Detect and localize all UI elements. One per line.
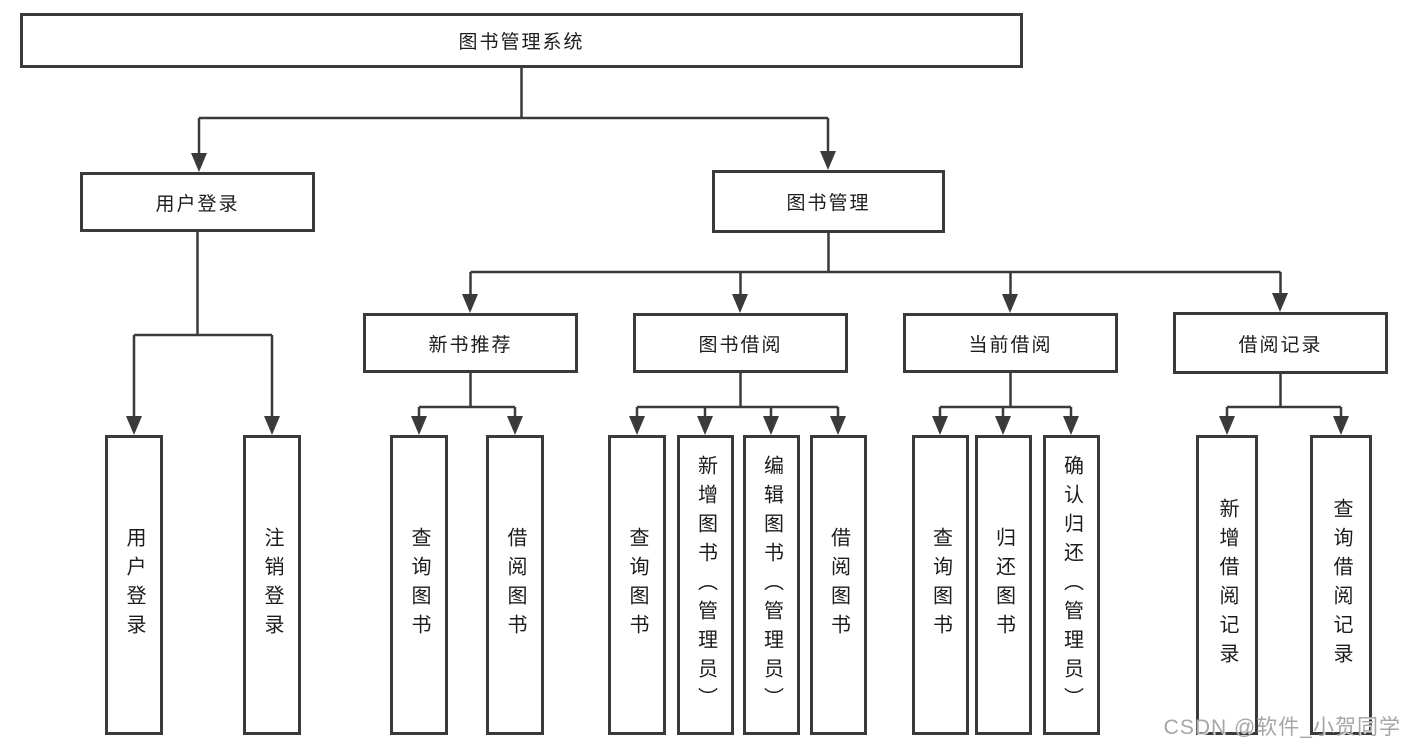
leaf-confirm-return-admin-label: 确认归还（管理员） — [1060, 454, 1083, 716]
connector-book-management-children — [462, 233, 1288, 313]
leaf-query-borrow-record-label: 查询借阅记录 — [1330, 498, 1352, 672]
arrowhead — [1063, 416, 1079, 435]
node-new-book-recommend-label: 新书推荐 — [428, 334, 513, 356]
leaf-query-borrow-record: 查询借阅记录 — [1310, 435, 1372, 735]
arrowhead — [629, 416, 645, 435]
connector-book-borrow-children — [629, 373, 846, 435]
connector-borrow-record-children — [1219, 374, 1349, 435]
arrowhead — [462, 294, 478, 313]
arrowhead — [1002, 294, 1018, 313]
node-book-borrow-label: 图书借阅 — [698, 334, 783, 356]
leaf-borrow-books-recommend: 借阅图书 — [486, 435, 544, 735]
node-current-borrow: 当前借阅 — [903, 313, 1118, 373]
leaf-add-borrow-record: 新增借阅记录 — [1196, 435, 1258, 735]
leaf-query-books-borrow: 查询图书 — [608, 435, 666, 735]
leaf-return-books: 归还图书 — [975, 435, 1032, 735]
arrowhead — [1272, 293, 1288, 312]
leaf-return-books-label: 归还图书 — [992, 527, 1015, 643]
node-borrow-record-label: 借阅记录 — [1238, 334, 1323, 356]
node-user-login: 用户登录 — [80, 172, 315, 232]
leaf-query-books-borrow-label: 查询图书 — [626, 527, 648, 643]
arrowhead — [507, 416, 523, 435]
leaf-query-books-current: 查询图书 — [912, 435, 969, 735]
leaf-query-books-recommend-label: 查询图书 — [408, 527, 430, 643]
leaf-logout-label: 注销登录 — [261, 527, 283, 643]
leaf-edit-books-admin-label: 编辑图书（管理员） — [760, 454, 783, 716]
leaf-user-login: 用户登录 — [105, 435, 163, 735]
arrowhead — [995, 416, 1011, 435]
arrowhead — [932, 416, 948, 435]
node-book-borrow: 图书借阅 — [633, 313, 848, 373]
leaf-logout: 注销登录 — [243, 435, 301, 735]
leaf-add-books-admin: 新增图书（管理员） — [677, 435, 734, 735]
arrowhead — [264, 416, 280, 435]
arrowhead — [1333, 416, 1349, 435]
arrowhead — [763, 416, 779, 435]
leaf-confirm-return-admin: 确认归还（管理员） — [1043, 435, 1100, 735]
connector-new-book-children — [411, 373, 523, 435]
arrowhead — [411, 416, 427, 435]
node-library-system-label: 图书管理系统 — [458, 32, 585, 53]
connector-user-login-children — [126, 232, 280, 435]
leaf-edit-books-admin: 编辑图书（管理员） — [743, 435, 800, 735]
connector-current-borrow-children — [932, 373, 1079, 435]
leaf-user-login-label: 用户登录 — [123, 527, 145, 643]
node-book-management: 图书管理 — [712, 170, 945, 233]
arrowhead — [830, 416, 846, 435]
leaf-borrow-books: 借阅图书 — [810, 435, 867, 735]
node-borrow-record: 借阅记录 — [1173, 312, 1388, 374]
connector-root-to-level2 — [191, 68, 836, 172]
arrowhead — [126, 416, 142, 435]
arrowhead — [191, 153, 207, 172]
node-new-book-recommend: 新书推荐 — [363, 313, 578, 373]
arrowhead — [1219, 416, 1235, 435]
arrowhead — [732, 294, 748, 313]
leaf-add-borrow-record-label: 新增借阅记录 — [1216, 498, 1238, 672]
node-user-login-label: 用户登录 — [155, 193, 240, 215]
node-library-system: 图书管理系统 — [20, 13, 1023, 68]
leaf-borrow-books-recommend-label: 借阅图书 — [504, 527, 526, 643]
leaf-borrow-books-label: 借阅图书 — [827, 527, 850, 643]
csdn-watermark: CSDN @软件_小贺同学 — [1163, 716, 1401, 739]
leaf-query-books-recommend: 查询图书 — [390, 435, 448, 735]
node-current-borrow-label: 当前借阅 — [968, 334, 1053, 356]
arrowhead — [697, 416, 713, 435]
leaf-add-books-admin-label: 新增图书（管理员） — [694, 454, 717, 716]
leaf-query-books-current-label: 查询图书 — [929, 527, 952, 643]
node-book-management-label: 图书管理 — [786, 193, 871, 214]
arrowhead — [820, 151, 836, 170]
